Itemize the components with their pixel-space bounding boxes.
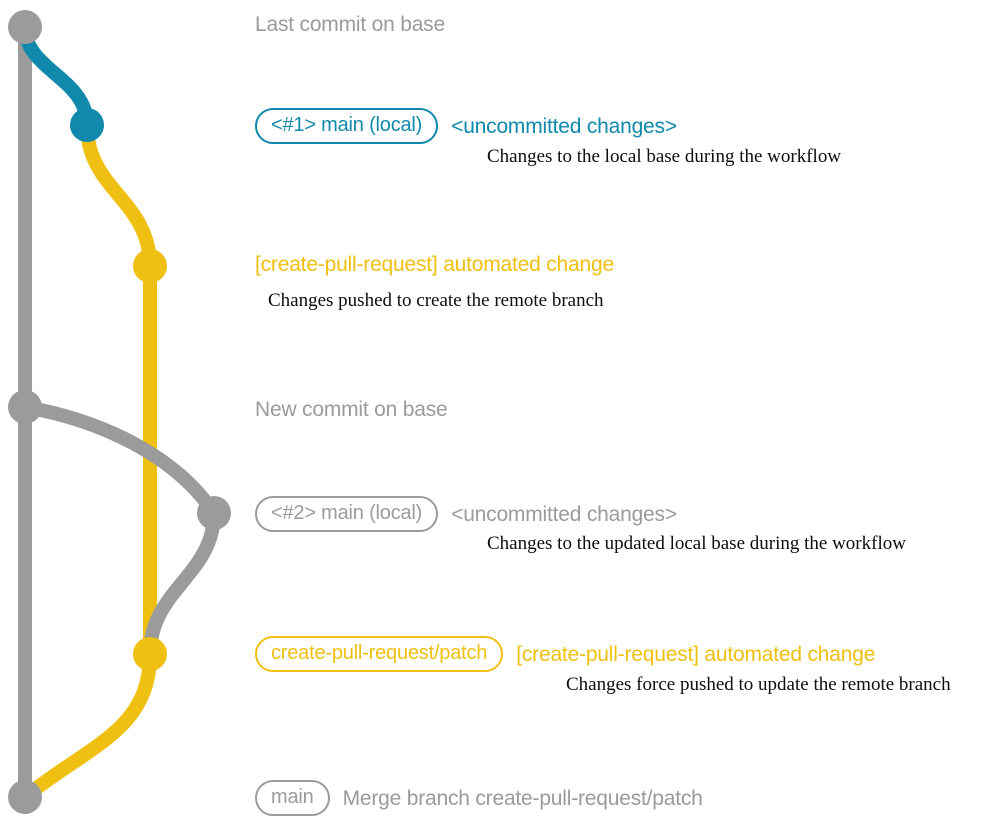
commit-dot-patch-update[interactable]: [133, 637, 167, 671]
commit-row-patch-update: create-pull-request/patch [create-pull-r…: [255, 636, 875, 672]
commit-subject-patch-create: [create-pull-request] automated change: [255, 253, 614, 276]
edge-main-local-2-to-patch-update: [143, 506, 221, 661]
commit-subject-base-last: Last commit on base: [255, 13, 445, 36]
commit-subject-base-new: New commit on base: [255, 398, 448, 421]
commit-subject-patch-update: [create-pull-request] automated change: [516, 643, 876, 666]
commit-row-main-local-2: <#2> main (local) <uncommitted changes>: [255, 496, 677, 532]
commit-dot-main-local-2[interactable]: [197, 496, 231, 530]
commit-subject-main-local-2: <uncommitted changes>: [451, 503, 677, 526]
edge-patch-update-to-merge: [18, 647, 157, 804]
commit-dot-patch-create[interactable]: [133, 249, 167, 283]
commit-dot-base-merge[interactable]: [8, 780, 42, 814]
edge-base-to-main-local-1: [18, 20, 94, 132]
commit-note-main-local-1: Changes to the local base during the wor…: [487, 146, 842, 167]
branch-badge-patch-update[interactable]: create-pull-request/patch: [255, 636, 504, 672]
edge-main-local-1-to-patch-create: [80, 118, 157, 273]
commit-note-patch-update: Changes force pushed to update the remot…: [566, 674, 951, 695]
commit-note-main-local-2: Changes to the updated local base during…: [487, 533, 906, 554]
commit-dot-base-new[interactable]: [8, 390, 42, 424]
branch-badge-main-local-2[interactable]: <#2> main (local): [255, 496, 439, 532]
branch-badge-main-local-1[interactable]: <#1> main (local): [255, 108, 439, 144]
commit-note-patch-create: Changes pushed to create the remote bran…: [268, 290, 604, 311]
commit-row-base-merge: main Merge branch create-pull-request/pa…: [255, 780, 703, 816]
commit-subject-main-local-1: <uncommitted changes>: [451, 115, 677, 138]
branch-badge-main[interactable]: main: [255, 780, 330, 816]
commit-dot-base-last[interactable]: [8, 10, 42, 44]
commit-subject-base-merge: Merge branch create-pull-request/patch: [342, 787, 703, 810]
commit-dot-main-local-1[interactable]: [70, 108, 104, 142]
commit-row-main-local-1: <#1> main (local) <uncommitted changes>: [255, 108, 677, 144]
edge-base-new-to-main-local-2: [18, 400, 221, 520]
